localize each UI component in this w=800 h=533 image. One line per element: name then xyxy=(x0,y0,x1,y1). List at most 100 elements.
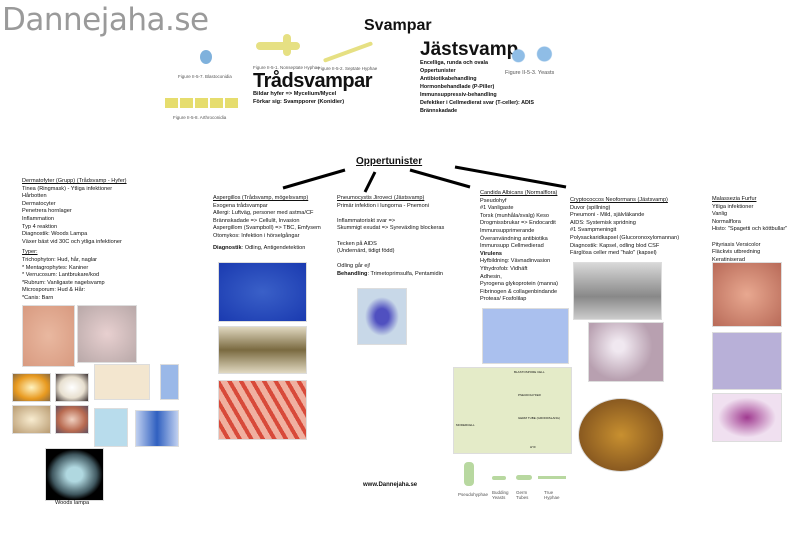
text-line: Dermatocyter xyxy=(22,200,56,207)
diagram-label: PSEUDOHYFER xyxy=(518,393,541,397)
form-label: True Hyphae xyxy=(544,490,560,500)
culture-photo xyxy=(12,373,51,402)
text-line: Antibiotikabehandling xyxy=(420,76,477,82)
text-line: Exogena trådsvampar xyxy=(213,202,268,209)
culture-photo xyxy=(55,405,89,434)
site-logo: Dannejaha.se xyxy=(2,2,209,38)
blastoconidia-image xyxy=(200,50,212,64)
text-line: Microsporum: Hud & Hår: xyxy=(22,287,86,294)
text-line: Diagnostik: Kapsel, odling blod CSF xyxy=(570,242,660,249)
text-line: Inflammation xyxy=(22,215,55,222)
cryptococcus-micrograph xyxy=(588,322,664,382)
arrow-pneumocystis xyxy=(363,171,377,193)
text-line: Tecken på AIDS xyxy=(337,240,377,247)
budding-yeasts-image xyxy=(492,476,506,480)
text-line: Penetrera hornlager xyxy=(22,208,72,215)
text-line: Drogmissbrukar => Endocardit xyxy=(480,220,556,227)
text-line: Brännskadade xyxy=(420,108,458,114)
behandling-text: : Trimetoprimsulfa, Pentamidin xyxy=(367,270,444,277)
text-line: * Verrucosum: Lantbrukare/kod xyxy=(22,272,100,279)
candida-heading: Candida Albicans (Normalflora) xyxy=(480,190,558,196)
caption-arthroconidia: Figure II-5-8. Arthroconidia xyxy=(173,115,227,120)
micrograph-blue xyxy=(94,408,128,447)
culture-photo xyxy=(55,373,89,402)
text-line: Växer bäst vid 30C och ytliga infektione… xyxy=(22,238,122,245)
text-line: Fibrinogen & collagenbindande xyxy=(480,288,558,295)
text-line: Proteas/ Fosfolilap xyxy=(480,296,527,303)
text-line: Hyfbildning: Vävnadinvasion xyxy=(480,258,551,265)
text-line: Polysackaridkapsel (Glucoronoxylomannan) xyxy=(570,234,680,241)
text-line: Immunsuppressiv-behandling xyxy=(420,92,497,98)
aspergillus-tissue-photo xyxy=(218,380,307,440)
aspergillus-petri-photo xyxy=(218,326,307,374)
text-line xyxy=(712,234,787,242)
tradsvampar-heading: Trådsvampar xyxy=(253,70,373,92)
cryptococcos-heading: Cryptococcos Neoformans (Jästsvamp) xyxy=(570,197,668,203)
hyphae-branch xyxy=(283,34,291,56)
text-line: #1 Svampmeningit xyxy=(570,227,617,234)
malassezia-micrograph xyxy=(712,332,782,390)
text-line: *Canis: Barn xyxy=(22,294,54,301)
text-line: Diagnostik: Woods Lampa xyxy=(22,231,88,238)
website-link[interactable]: www.Dannejaha.se xyxy=(363,482,418,488)
text-line: Överanvändning antibiotika xyxy=(480,235,548,242)
cryptococcus-culture-photo xyxy=(578,398,664,472)
diagram-label: BLASTOSPORE CELL xyxy=(514,370,545,374)
pneumocystis-heading: Pneumocystis Jiroveci (Jästsvamp) xyxy=(337,195,425,201)
text-line: AIDS: Systemisk spridning xyxy=(570,219,636,226)
malassezia-back-photo xyxy=(712,262,782,327)
text-line: Virulens xyxy=(480,250,502,257)
malassezia-micrograph xyxy=(712,393,782,442)
caption-septate: Figure II-5-2. Septate Hyphae xyxy=(318,66,378,71)
text-line: Primär infektion i lungorna - Pnemoni xyxy=(337,202,430,209)
diagram-label: MODERCELL xyxy=(456,423,475,427)
text-line: Färglösa celler med "halo" (kapsel) xyxy=(570,250,657,257)
text-line: Keratiniserad xyxy=(712,256,745,263)
tinea-face-photo xyxy=(22,305,75,367)
text-line: Typ 4 reaktion xyxy=(22,223,58,230)
text-line: Fläckvis utbredning xyxy=(712,249,761,256)
text-line: Vanlig xyxy=(712,211,728,218)
candida-micrograph xyxy=(482,308,569,364)
arrow-candida xyxy=(409,168,471,189)
text-line: Inflammatoriskt svar => xyxy=(337,217,396,224)
form-label: Germ Tubes xyxy=(516,490,529,500)
culture-photo xyxy=(12,405,51,434)
text-line: Adhesin, xyxy=(480,273,502,280)
text-line: Pyrogena glykoprotein (manna) xyxy=(480,281,559,288)
diagnostik-label: Diagnostik xyxy=(213,244,242,251)
text-line: Duvor (spillning) xyxy=(570,204,611,211)
text-line: Immunsupprimerande xyxy=(480,227,535,234)
aspergillos-heading: Aspergillos (Trådsvamp, mögelsvamp) xyxy=(213,195,309,201)
text-line: (Undernärd, tidigt född) xyxy=(337,248,395,255)
text-line: Ythydrofob: Vidhäft xyxy=(480,265,528,272)
dermatofyter-heading: Dermatofyter (Grupp) (Trådsvamp - Hyfer) xyxy=(22,178,127,184)
text-line: Defektker i Cellmedierat svar (T-celler)… xyxy=(420,100,534,106)
arthroconidia-image xyxy=(165,98,240,108)
text-line: * Mentagrophytes: Kaniner xyxy=(22,264,89,271)
form-label: Budding Yeasts xyxy=(492,490,509,500)
text-line: Otomykos: Infektion i hörselgångar xyxy=(213,232,300,239)
text-line: *Rubrum: Vanligaste nagelsvamp xyxy=(22,279,105,286)
text-line: Torsk (munhåla/svalg) Keso xyxy=(480,212,550,219)
text-line: Normalflora xyxy=(712,218,741,225)
text-line: Encelliga, runda och ovala xyxy=(420,60,489,66)
types-heading: Typer: xyxy=(22,249,38,256)
text-line: Immunsupp Cellmedierad xyxy=(480,243,544,250)
behandling-label: Behandling xyxy=(337,270,368,277)
text-line: Tinea (Ringmask) - Ytliga infektioner xyxy=(22,185,113,192)
caption-blastoconidia: Figure II-5-7. Blastoconidia xyxy=(178,74,232,79)
text-line: Pseudohyf xyxy=(480,197,507,204)
woods-lamp-photo xyxy=(45,448,104,501)
text-line: Hormonbehandlade (P-Piller) xyxy=(420,84,495,90)
text-line: Pityriasis Versicolor xyxy=(712,241,761,248)
candida-diagram: BLASTOSPORE CELL PSEUDOHYFER GERM TUBE (… xyxy=(453,367,572,454)
text-line: Trichophyton: Hud, hår, naglar xyxy=(22,256,98,263)
micrograph-blue xyxy=(160,364,179,400)
pigeons-photo xyxy=(573,262,662,320)
pseudohyphae-image xyxy=(464,462,474,486)
pneumocystis-micrograph xyxy=(357,288,407,345)
jastsvamp-heading: Jästsvamp xyxy=(420,39,519,60)
malassezia-heading: Malassezia Furfur xyxy=(712,196,757,202)
